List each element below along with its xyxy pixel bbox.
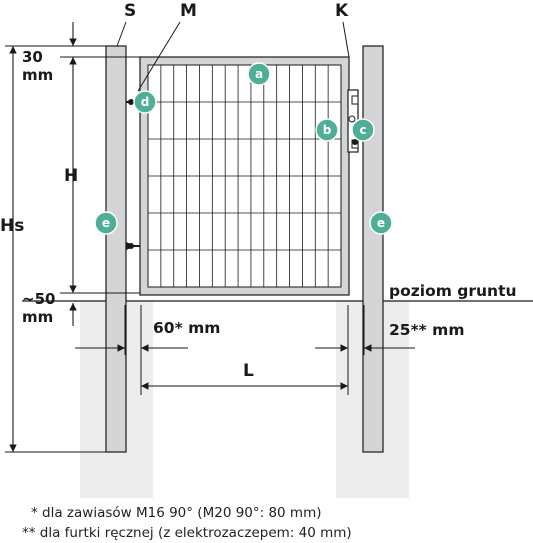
label-h: H: [64, 166, 78, 186]
hinge-bottom: [126, 242, 140, 250]
label-bottom-gap-unit: mm: [22, 308, 53, 326]
svg-text:c: c: [359, 123, 366, 137]
label-ground-level: poziom gruntu: [389, 282, 517, 300]
svg-text:b: b: [323, 123, 332, 137]
s-leader: [116, 21, 127, 47]
label-top-gap-value: 30: [22, 48, 43, 66]
label-hs: Hs: [0, 216, 24, 236]
label-bottom-gap-value: ~50: [22, 290, 55, 308]
callout-d: d: [133, 90, 157, 114]
footnote-2: ** dla furtki ręcznej (z elektrozaczepem…: [22, 525, 352, 541]
label-l: L: [243, 361, 254, 381]
callout-e-left: e: [94, 211, 118, 235]
label-hinge-gap: 60* mm: [153, 319, 220, 337]
label-latch-gap: 25** mm: [389, 321, 464, 339]
label-k: K: [335, 1, 349, 21]
left-post: [105, 45, 127, 453]
callout-e-right: e: [369, 211, 393, 235]
svg-text:e: e: [102, 216, 110, 230]
callout-b: b: [315, 118, 339, 142]
callout-a: a: [247, 62, 271, 86]
callout-c: c: [351, 118, 375, 142]
label-m: M: [180, 1, 197, 21]
footnote-1: * dla zawiasów M16 90° (M20 90°: 80 mm): [31, 505, 322, 521]
svg-text:e: e: [377, 216, 385, 230]
label-s: S: [124, 1, 136, 21]
m-leader: [137, 21, 181, 92]
svg-text:d: d: [141, 95, 150, 109]
label-top-gap-unit: mm: [22, 66, 53, 84]
svg-text:a: a: [255, 67, 263, 81]
right-post: [362, 45, 384, 453]
k-leader: [342, 21, 350, 58]
gate-mesh: [148, 65, 341, 287]
